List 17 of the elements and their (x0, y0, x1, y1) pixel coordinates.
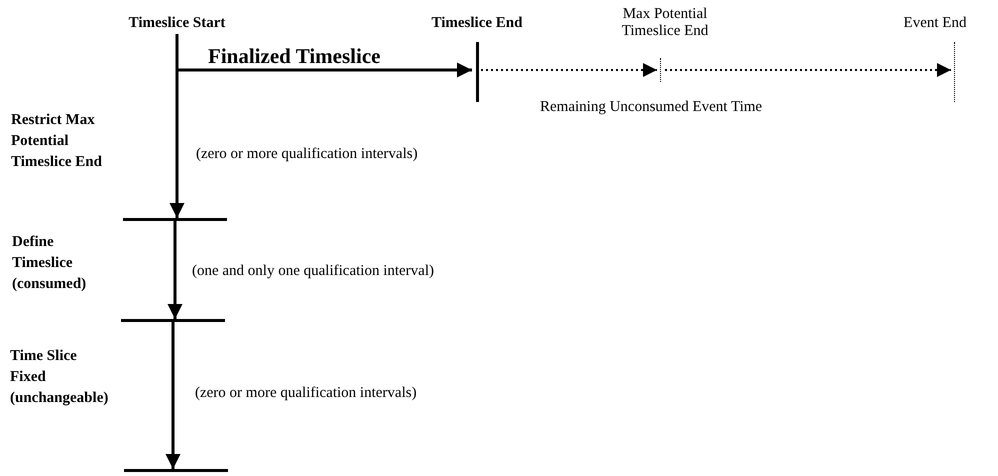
dotted-arrow (481, 63, 657, 77)
tick-bar (124, 469, 228, 472)
edge-label: Finalized Timeslice (208, 44, 380, 68)
timeline-start-label: Timeslice Start (110, 15, 244, 32)
arrow (168, 221, 182, 319)
phase-label: Restrict Max Potential Timeslice End (11, 111, 103, 172)
edge-label: (zero or more qualification intervals) (196, 145, 418, 163)
arrow (170, 34, 184, 218)
tick-bar (123, 218, 227, 221)
interval-label: Remaining Unconsumed Event Time (540, 99, 764, 116)
phase-label: Define Timeslice (consumed) (12, 233, 88, 294)
edge-label: (one and only one qualification interval) (192, 262, 434, 280)
arrow (166, 322, 180, 469)
tick-bar (121, 319, 225, 322)
edge-label: (zero or more qualification intervals) (195, 384, 417, 402)
phase-label: Time Slice Fixed (unchangeable) (10, 347, 110, 408)
dotted-arrow (665, 63, 951, 77)
